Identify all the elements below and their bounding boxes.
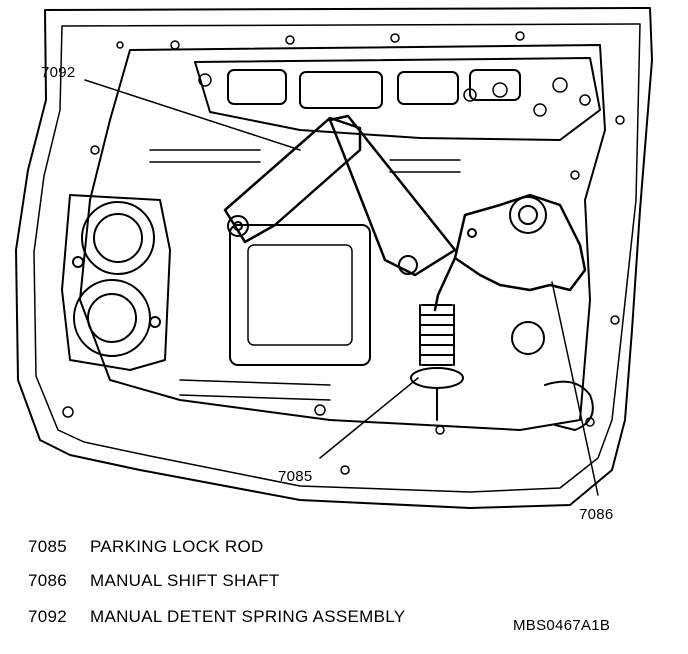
port-slot <box>397 71 459 105</box>
callout-7086-label: 7086 <box>579 506 614 523</box>
valve-bores <box>149 149 461 401</box>
legend-description: MANUAL DETENT SPRING ASSEMBLY <box>90 607 406 626</box>
detent-plate <box>453 193 587 292</box>
callout-7092-label: 7092 <box>41 64 76 81</box>
legend-description: MANUAL SHIFT SHAFT <box>90 571 280 590</box>
bracket-bolt <box>227 215 249 237</box>
detent-spring-arm <box>328 114 457 277</box>
manual-shaft-hub-inner <box>518 205 538 225</box>
arm-roller <box>398 255 418 275</box>
leader-line-7092 <box>84 79 301 151</box>
case-outline <box>15 7 653 509</box>
transmission-valve-body-diagram <box>15 7 653 509</box>
valve-body-plate <box>79 44 606 431</box>
legend-code: 7085 <box>28 537 68 556</box>
upper-gasket-strip <box>194 57 601 141</box>
left-bores <box>61 194 171 371</box>
plate-holes <box>62 31 625 475</box>
bracket-bolt-center <box>233 221 243 231</box>
parking-lock-rod <box>433 256 457 312</box>
center-channel-inner <box>247 244 353 346</box>
callout-7085-label: 7085 <box>278 468 313 485</box>
legend-row: 7092 MANUAL DETENT SPRING ASSEMBLY <box>28 607 405 627</box>
port-slot <box>299 71 383 109</box>
legend-code: 7092 <box>28 607 68 626</box>
right-port <box>511 321 545 355</box>
legend-row: 7085 PARKING LOCK ROD <box>28 537 264 557</box>
manual-shaft-hub <box>509 196 547 234</box>
spring-seat <box>410 367 464 389</box>
port-slot <box>227 69 287 105</box>
detent-hole <box>467 228 477 238</box>
figure-id: MBS0467A1B <box>513 617 611 634</box>
detent-spring-bracket <box>223 116 362 244</box>
legend-row: 7086 MANUAL SHIFT SHAFT <box>28 571 280 591</box>
leader-line-7086 <box>551 281 599 496</box>
leader-line-7085 <box>319 377 419 459</box>
port-slot <box>469 69 521 101</box>
center-channel <box>229 224 371 366</box>
legend-description: PARKING LOCK ROD <box>90 537 264 556</box>
parking-rod-spring <box>419 304 455 366</box>
case-inner-edge <box>33 23 641 493</box>
legend-code: 7086 <box>28 571 68 590</box>
